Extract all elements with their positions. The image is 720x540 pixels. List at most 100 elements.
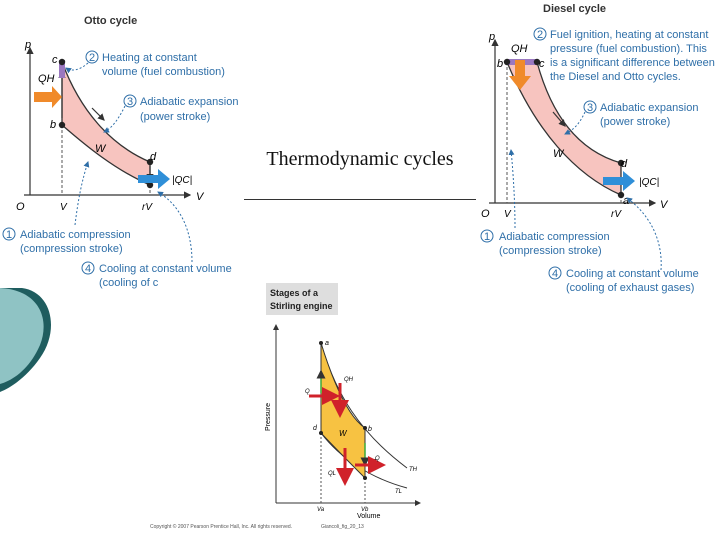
stirling-label-d: d	[313, 425, 318, 432]
diesel-axis-p-label: p	[488, 31, 495, 43]
diesel-point-d	[617, 159, 625, 167]
otto-work-label: W	[95, 143, 107, 155]
slide-title: Thermodynamic cycles	[266, 148, 454, 170]
otto-step3-badge	[123, 94, 137, 108]
diesel-axis-v-label: V	[660, 199, 669, 211]
otto-step4-num: 4	[85, 263, 91, 275]
diesel-qh-arrow	[509, 60, 531, 90]
diesel-step1-num: 1	[484, 231, 490, 243]
diesel-label-d: d	[621, 158, 628, 170]
otto-label-b: b	[50, 119, 56, 131]
diesel-qh-label: QH	[511, 43, 528, 55]
stirling-vb-label: Vb	[361, 507, 369, 513]
otto-step1-line1: Adiabatic compression	[20, 229, 131, 241]
diesel-label-b: b	[497, 58, 503, 70]
otto-step1-line2: (compression stroke)	[20, 243, 123, 255]
otto-qc-arrow	[138, 169, 170, 189]
diesel-step2-num: 2	[537, 29, 543, 41]
stirling-point-c	[363, 476, 367, 480]
otto-step4-leader	[157, 191, 193, 263]
diesel-step2-line2: pressure (fuel combustion). This	[550, 43, 707, 55]
stirling-point-b	[363, 426, 367, 430]
otto-point-d	[146, 158, 154, 166]
diesel-label-a: a	[623, 195, 629, 207]
otto-qh-label: QH	[38, 73, 55, 85]
stirling-ql-label: QL	[328, 471, 336, 477]
otto-step1-badge	[2, 227, 16, 241]
stirling-axis-x-label: Volume	[357, 513, 380, 520]
diesel-step1-line1: Adiabatic compression	[499, 231, 610, 243]
stirling-point-d	[319, 431, 323, 435]
stirling-qh-label: QH	[344, 377, 354, 383]
diesel-step2-badge	[533, 27, 547, 41]
otto-step3-num: 3	[127, 96, 133, 108]
diesel-title: Diesel cycle	[543, 3, 606, 15]
otto-point-a	[146, 181, 154, 189]
otto-step2-line2: volume (fuel combustion)	[102, 66, 225, 78]
otto-axis-v-label: V	[196, 191, 205, 203]
otto-arrow-cd	[91, 107, 105, 121]
diesel-point-a	[617, 191, 625, 199]
diesel-cycle-diagram: Diesel cycle p V O V rV a b c d QH |QC| …	[480, 3, 715, 294]
diesel-point-c	[533, 58, 541, 66]
diesel-step4-badge	[548, 266, 562, 280]
diesel-step4-line1: Cooling at constant volume	[566, 268, 699, 280]
diesel-tick-v: V	[504, 209, 512, 220]
otto-step1-num: 1	[6, 229, 12, 241]
otto-step4-badge	[81, 261, 95, 275]
diesel-step4-leader	[626, 197, 662, 271]
stirling-cycle-loop	[320, 342, 366, 480]
stirling-th-label: TH	[409, 467, 418, 473]
stirling-engine-diagram: Stages of a Stirling engine Pressure Vol…	[150, 283, 421, 530]
otto-step2-badge	[85, 50, 99, 64]
otto-step3-line1: Adiabatic expansion	[140, 96, 238, 108]
stirling-figure-id: Giancoli_fig_20_13	[321, 524, 364, 530]
stirling-q2-label: Q	[375, 456, 380, 462]
diesel-origin-label: O	[481, 208, 490, 220]
stirling-tl-label: TL	[395, 489, 402, 495]
stirling-va-label: Va	[317, 507, 325, 513]
diesel-step1-line2: (compression stroke)	[499, 245, 602, 257]
otto-step2-line1: Heating at constant	[102, 52, 197, 64]
otto-qh-arrow	[34, 86, 62, 108]
diesel-step2-line4: the Diesel and Otto cycles.	[550, 71, 681, 83]
stirling-axis-y-label: Pressure	[265, 403, 272, 431]
otto-title: Otto cycle	[84, 15, 137, 27]
diesel-step3-leader	[564, 111, 586, 135]
diesel-step3-line1: Adiabatic expansion	[600, 102, 698, 114]
stirling-title-line1: Stages of a	[270, 288, 319, 298]
otto-step3-line2: (power stroke)	[140, 111, 210, 123]
diesel-step2-line1: Fuel ignition, heating at constant	[550, 29, 708, 41]
diesel-step3-badge	[583, 100, 597, 114]
diesel-arrow-cd	[552, 111, 566, 127]
stirling-title-line2: Stirling engine	[270, 301, 333, 311]
stirling-q1-label: Q	[305, 389, 310, 395]
stirling-copyright: Copyright © 2007 Pearson Prentice Hall, …	[150, 523, 292, 530]
teal-arc-shape	[0, 288, 44, 384]
diesel-work-label: W	[553, 148, 565, 160]
otto-step4-line1: Cooling at constant volume	[99, 263, 232, 275]
diesel-step3-line2: (power stroke)	[600, 116, 670, 128]
diesel-step3-num: 3	[587, 102, 593, 114]
diesel-qc-arrow	[603, 171, 635, 191]
diesel-qc-label: |QC|	[639, 177, 659, 188]
stirling-work-label: W	[339, 429, 348, 438]
stirling-point-a	[319, 341, 323, 345]
stirling-label-b: b	[368, 426, 372, 433]
otto-point-c	[58, 58, 66, 66]
otto-origin-label: O	[16, 201, 25, 213]
otto-step4-line2: (cooling of c	[99, 277, 159, 289]
diesel-label-c: c	[539, 58, 545, 70]
diesel-step4-num: 4	[552, 268, 558, 280]
otto-label-c: c	[52, 54, 58, 66]
title-underline	[244, 199, 476, 200]
otto-step2-leader	[65, 62, 89, 74]
otto-tick-v: V	[60, 202, 68, 213]
stirling-label-a: a	[325, 340, 329, 347]
otto-step2-num: 2	[89, 52, 95, 64]
otto-tick-rv: rV	[142, 202, 153, 213]
diesel-point-b	[503, 58, 511, 66]
otto-step1-leader	[74, 161, 90, 226]
diesel-step1-badge	[480, 229, 494, 243]
